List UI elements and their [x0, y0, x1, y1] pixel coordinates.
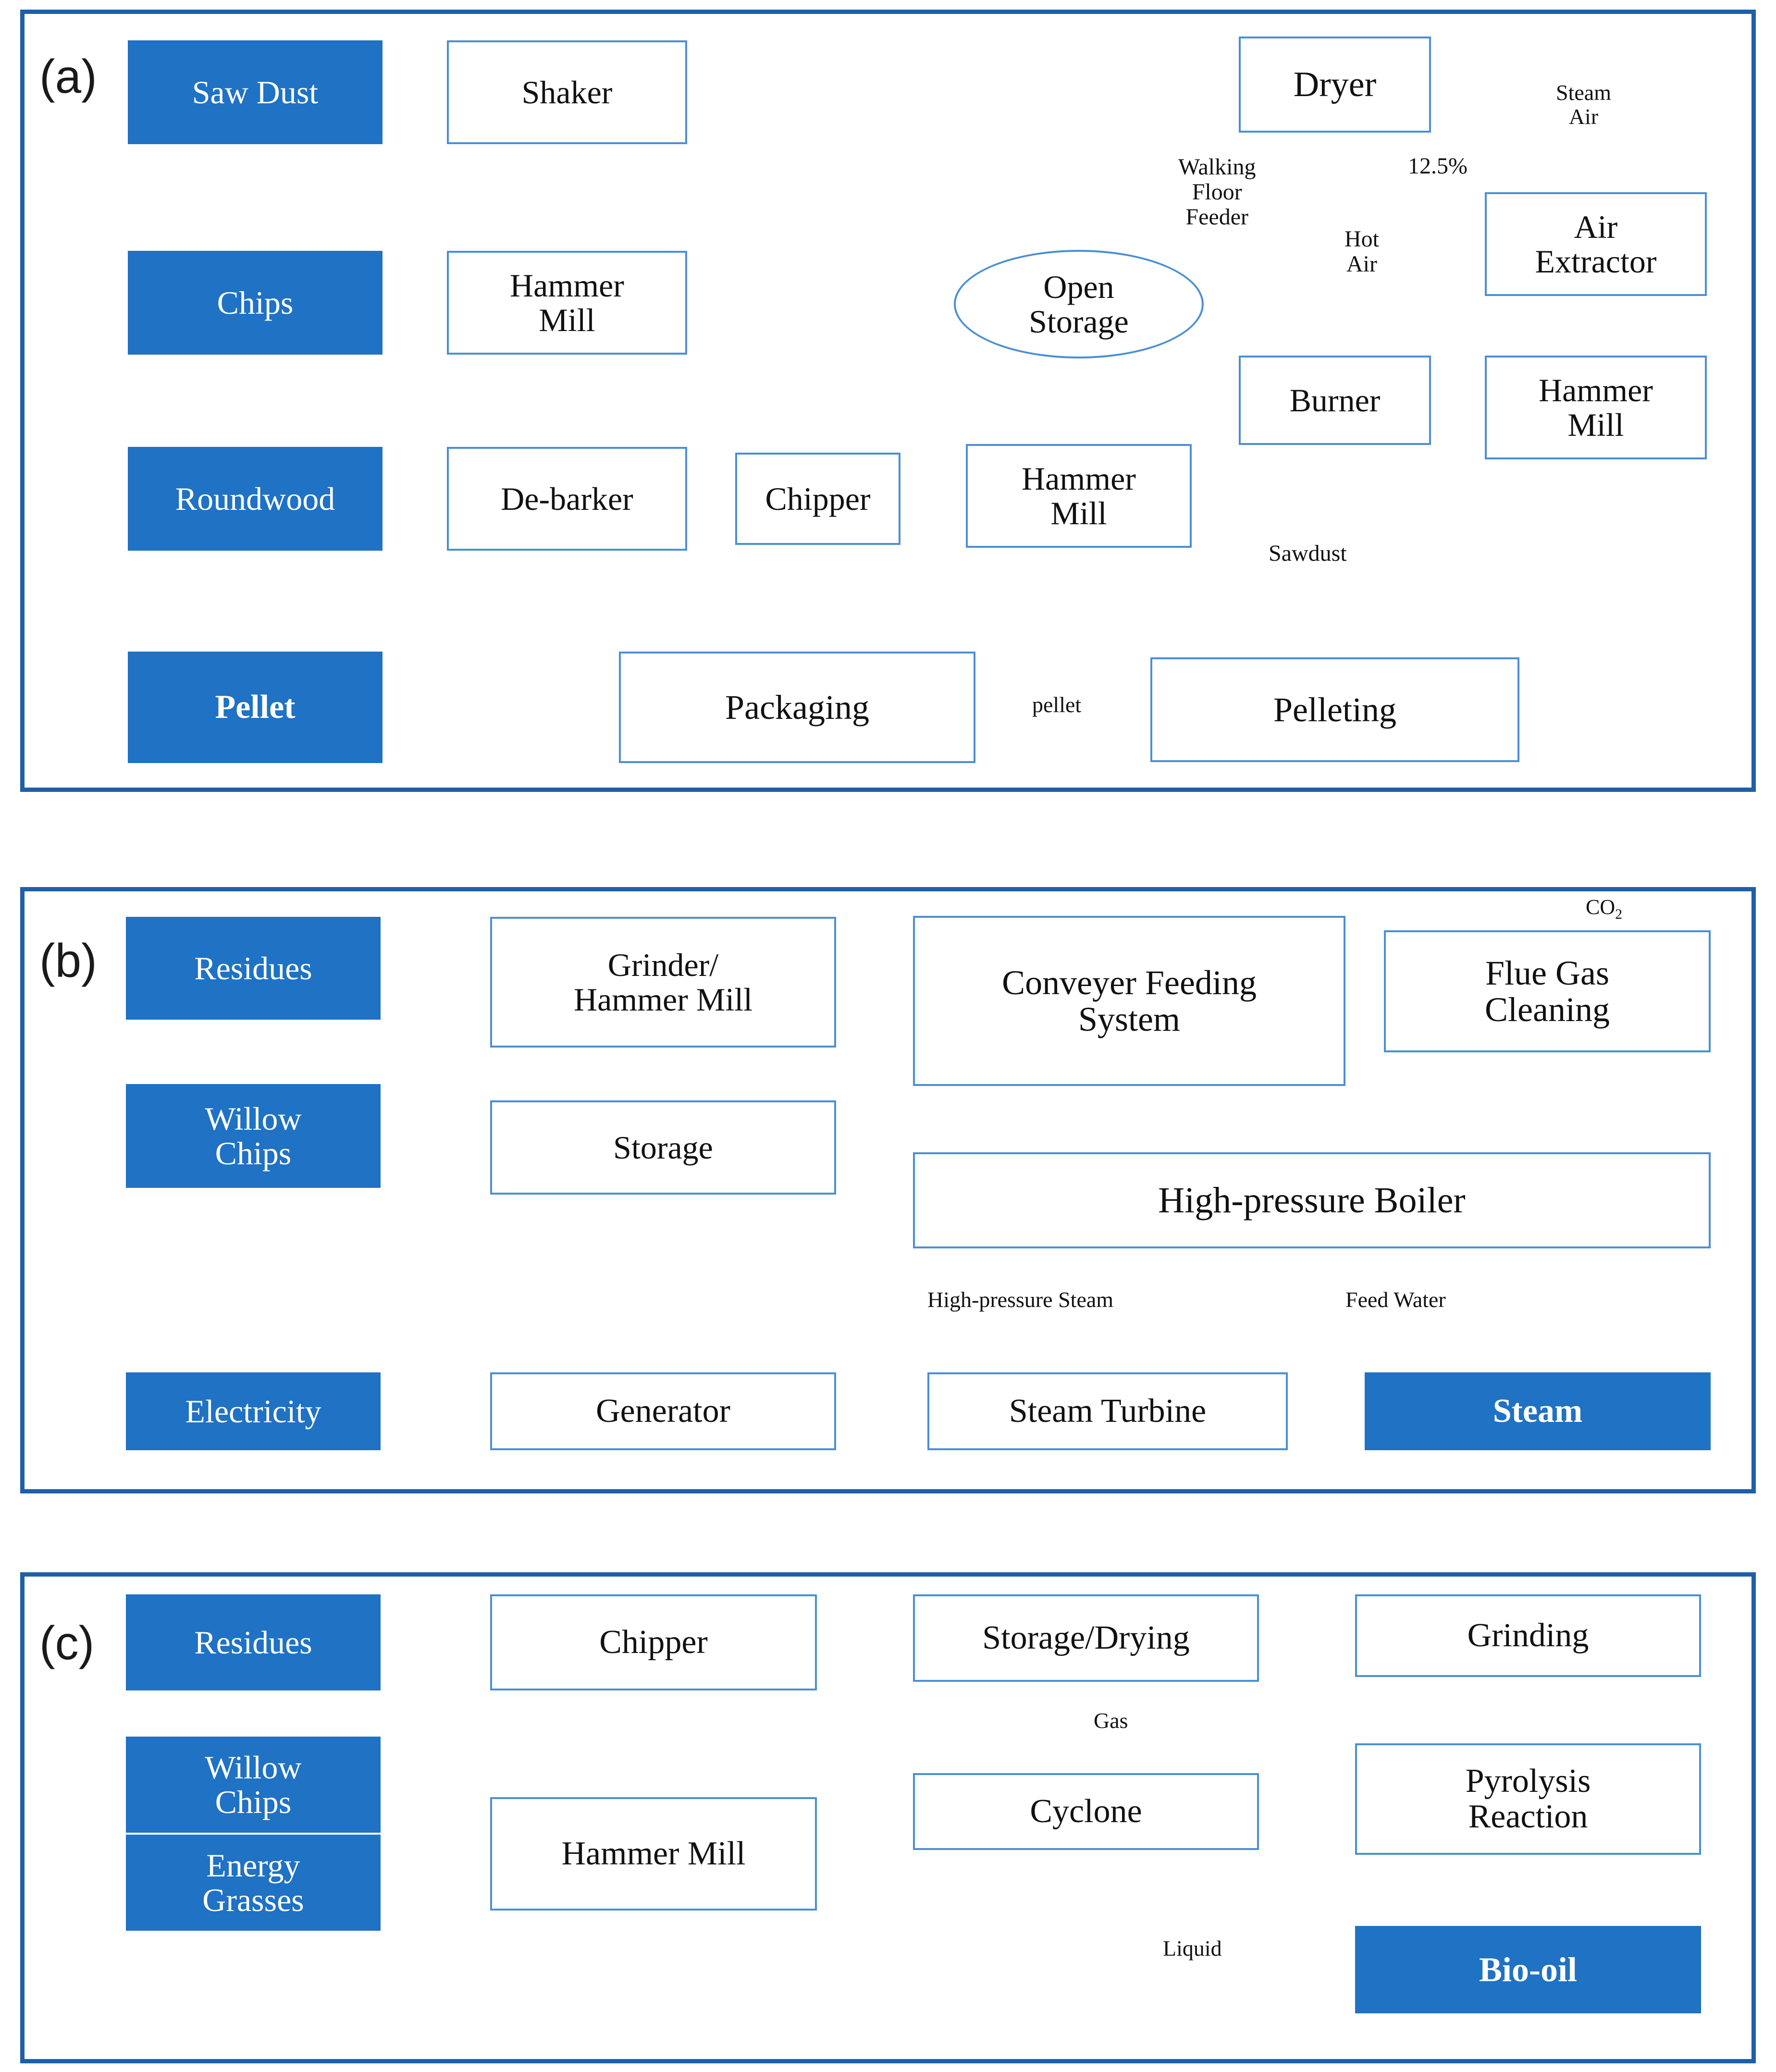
node-residues-b[interactable]: Residues: [126, 917, 381, 1020]
node-dryer[interactable]: Dryer: [1239, 37, 1431, 133]
node-chips[interactable]: Chips: [128, 251, 382, 355]
node-roundwood[interactable]: Roundwood: [128, 447, 382, 551]
panel-a-label: (a): [39, 50, 97, 103]
co2-subscript: 2: [1615, 906, 1623, 922]
node-energy-grasses[interactable]: Energy Grasses: [126, 1835, 381, 1931]
edge-label-hot-air: Hot Air: [1344, 226, 1379, 277]
node-burner[interactable]: Burner: [1239, 356, 1431, 445]
node-grinding[interactable]: Grinding: [1355, 1594, 1701, 1677]
node-storage[interactable]: Storage: [490, 1100, 836, 1195]
node-generator[interactable]: Generator: [490, 1372, 836, 1450]
node-conveyer-feeding-system[interactable]: Conveyer Feeding System: [913, 916, 1345, 1086]
node-pyrolysis-reaction[interactable]: Pyrolysis Reaction: [1355, 1743, 1701, 1855]
edge-label-liquid: Liquid: [1163, 1936, 1222, 1961]
node-pellet[interactable]: Pellet: [128, 652, 382, 763]
node-chipper[interactable]: Chipper: [735, 453, 900, 545]
node-cyclone[interactable]: Cyclone: [913, 1773, 1259, 1850]
co2-text: CO: [1586, 895, 1616, 919]
node-packaging[interactable]: Packaging: [619, 652, 975, 763]
node-grinder-hammer-mill[interactable]: Grinder/ Hammer Mill: [490, 917, 836, 1048]
node-air-extractor[interactable]: Air Extractor: [1485, 192, 1707, 296]
node-willow-chips-c[interactable]: Willow Chips: [126, 1737, 381, 1833]
panel-c-label: (c): [39, 1616, 95, 1669]
node-hammer-mill-chips[interactable]: Hammer Mill: [447, 251, 687, 355]
node-willow-chips-b[interactable]: Willow Chips: [126, 1084, 381, 1188]
edge-label-co2: CO2: [1586, 896, 1622, 922]
node-bio-oil[interactable]: Bio-oil: [1355, 1926, 1701, 2013]
edge-label-sawdust: Sawdust: [1269, 541, 1347, 566]
panel-b-label: (b): [39, 934, 97, 987]
node-saw-dust[interactable]: Saw Dust: [128, 40, 382, 144]
edge-label-gas: Gas: [1094, 1708, 1128, 1733]
node-electricity[interactable]: Electricity: [126, 1372, 381, 1450]
node-hammer-mill-roundwood[interactable]: Hammer Mill: [966, 444, 1192, 548]
node-pelleting[interactable]: Pelleting: [1150, 657, 1519, 762]
edge-label-steam-air: Steam Air: [1556, 80, 1611, 129]
edge-label-moisture-percent: 12.5%: [1408, 153, 1468, 179]
node-shaker[interactable]: Shaker: [447, 40, 687, 144]
node-chipper-c[interactable]: Chipper: [490, 1594, 817, 1690]
node-steam[interactable]: Steam: [1365, 1372, 1711, 1450]
node-open-storage[interactable]: Open Storage: [954, 250, 1204, 358]
node-residues-c[interactable]: Residues: [126, 1594, 381, 1690]
edge-label-pellet-stream: pellet: [1032, 692, 1082, 717]
node-high-pressure-boiler[interactable]: High-pressure Boiler: [913, 1152, 1711, 1248]
edge-label-feed-water: Feed Water: [1345, 1287, 1446, 1312]
edge-label-walking-floor-feeder: Walking Floor Feeder: [1178, 154, 1256, 230]
node-steam-turbine[interactable]: Steam Turbine: [927, 1372, 1288, 1450]
node-storage-drying[interactable]: Storage/Drying: [913, 1594, 1259, 1682]
node-de-barker[interactable]: De-barker: [447, 447, 687, 551]
node-hammer-mill-c[interactable]: Hammer Mill: [490, 1797, 817, 1911]
node-hammer-mill-air[interactable]: Hammer Mill: [1485, 356, 1707, 459]
node-flue-gas-cleaning[interactable]: Flue Gas Cleaning: [1384, 930, 1711, 1052]
edge-label-high-pressure-steam: High-pressure Steam: [927, 1287, 1114, 1312]
